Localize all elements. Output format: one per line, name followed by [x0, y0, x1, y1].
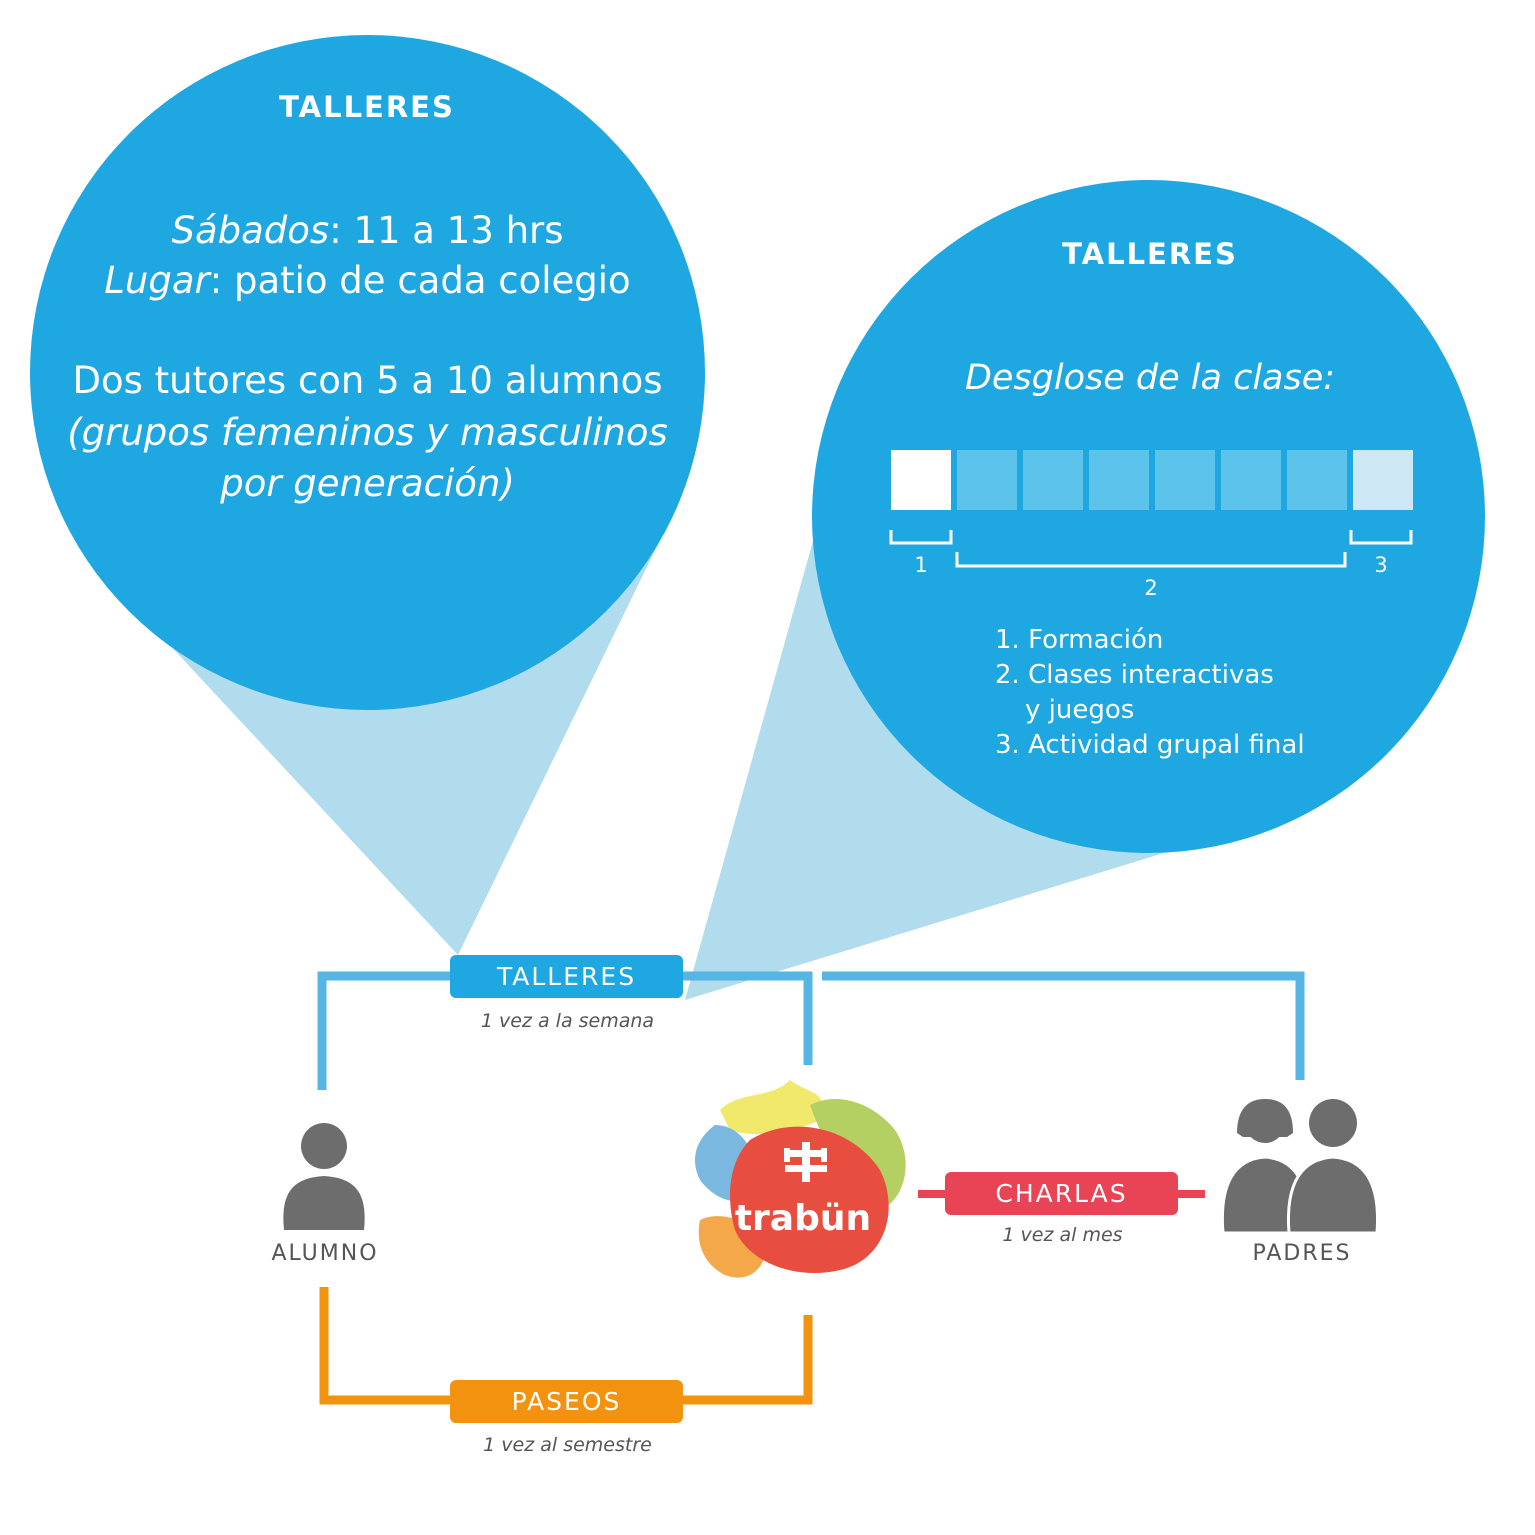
place-label: Lugar	[104, 259, 210, 302]
bar-segment-part-2	[1155, 450, 1215, 510]
charlas-pill: CHARLAS	[945, 1172, 1178, 1215]
paseos-frequency: 1 vez al semestre	[483, 1434, 652, 1456]
student-label: ALUMNO	[271, 1241, 379, 1266]
parents-label: PADRES	[1252, 1241, 1352, 1266]
splash-yellow	[720, 1080, 823, 1135]
parents-icon	[1220, 1099, 1380, 1235]
talleres-pill: TALLERES	[450, 955, 683, 998]
right-bubble-title: TALLERES	[1062, 237, 1238, 271]
talleres-line-left	[317, 971, 455, 1090]
left-bubble-title: TALLERES	[279, 90, 455, 124]
left-bubble-groups-line1: (grupos femeninos y masculinos	[40, 407, 695, 459]
bar-segment-part-2	[1023, 450, 1083, 510]
left-bubble-groups-line2: por generación)	[40, 458, 695, 510]
bracket-label-2: 2	[1144, 576, 1158, 600]
right-bubble-subtitle: Desglose de la clase:	[900, 352, 1400, 404]
splash-red	[730, 1126, 889, 1274]
left-bubble-tutors: Dos tutores con 5 a 10 alumnos	[72, 359, 663, 402]
bracket-1	[889, 530, 953, 545]
bar-segment-part-2	[1287, 450, 1347, 510]
bar-segment-part-2	[1221, 450, 1281, 510]
bar-segment-part-2	[1089, 450, 1149, 510]
logo-wordmark: trabün	[735, 1198, 871, 1239]
left-bubble	[30, 35, 705, 710]
groups-text-2: por generación)	[220, 462, 515, 505]
bar-segment-part-2	[957, 450, 1017, 510]
trabun-logo: trabün	[695, 1080, 906, 1278]
subtitle-text: Desglose de la clase:	[964, 358, 1336, 398]
paseos-pill: PASEOS	[450, 1380, 683, 1423]
bracket-label-1: 1	[914, 553, 928, 577]
breakdown-item-2-cont: y juegos	[1025, 695, 1135, 725]
bracket-label-3: 3	[1374, 553, 1388, 577]
breakdown-item-2: 2. Clases interactivas	[995, 660, 1274, 690]
bracket-2	[955, 552, 1347, 568]
left-bubble-place: Lugar: patio de cada colegio	[60, 255, 675, 307]
talleres-line-right	[680, 971, 813, 1065]
logo-glyph	[784, 1142, 827, 1182]
schedule-day-label: Sábados	[171, 209, 330, 252]
charlas-frequency: 1 vez al mes	[1002, 1224, 1123, 1246]
talleres-frequency: 1 vez a la semana	[480, 1010, 655, 1032]
bracket-3	[1349, 530, 1413, 545]
breakdown-item-3: 3. Actividad grupal final	[995, 730, 1305, 760]
student-icon	[283, 1123, 365, 1230]
talleres-line-parents	[822, 971, 1305, 1080]
bar-segment-part-3	[1353, 450, 1413, 510]
groups-text-1: (grupos femeninos y masculinos	[67, 411, 668, 454]
place-value: : patio de cada colegio	[209, 259, 631, 302]
breakdown-item-1: 1. Formación	[995, 625, 1164, 655]
right-bubble	[812, 180, 1485, 853]
left-bubble-schedule: Sábados: 11 a 13 hrs	[60, 205, 675, 257]
schedule-time: : 11 a 13 hrs	[329, 209, 564, 252]
bar-segment-part-1	[891, 450, 951, 510]
